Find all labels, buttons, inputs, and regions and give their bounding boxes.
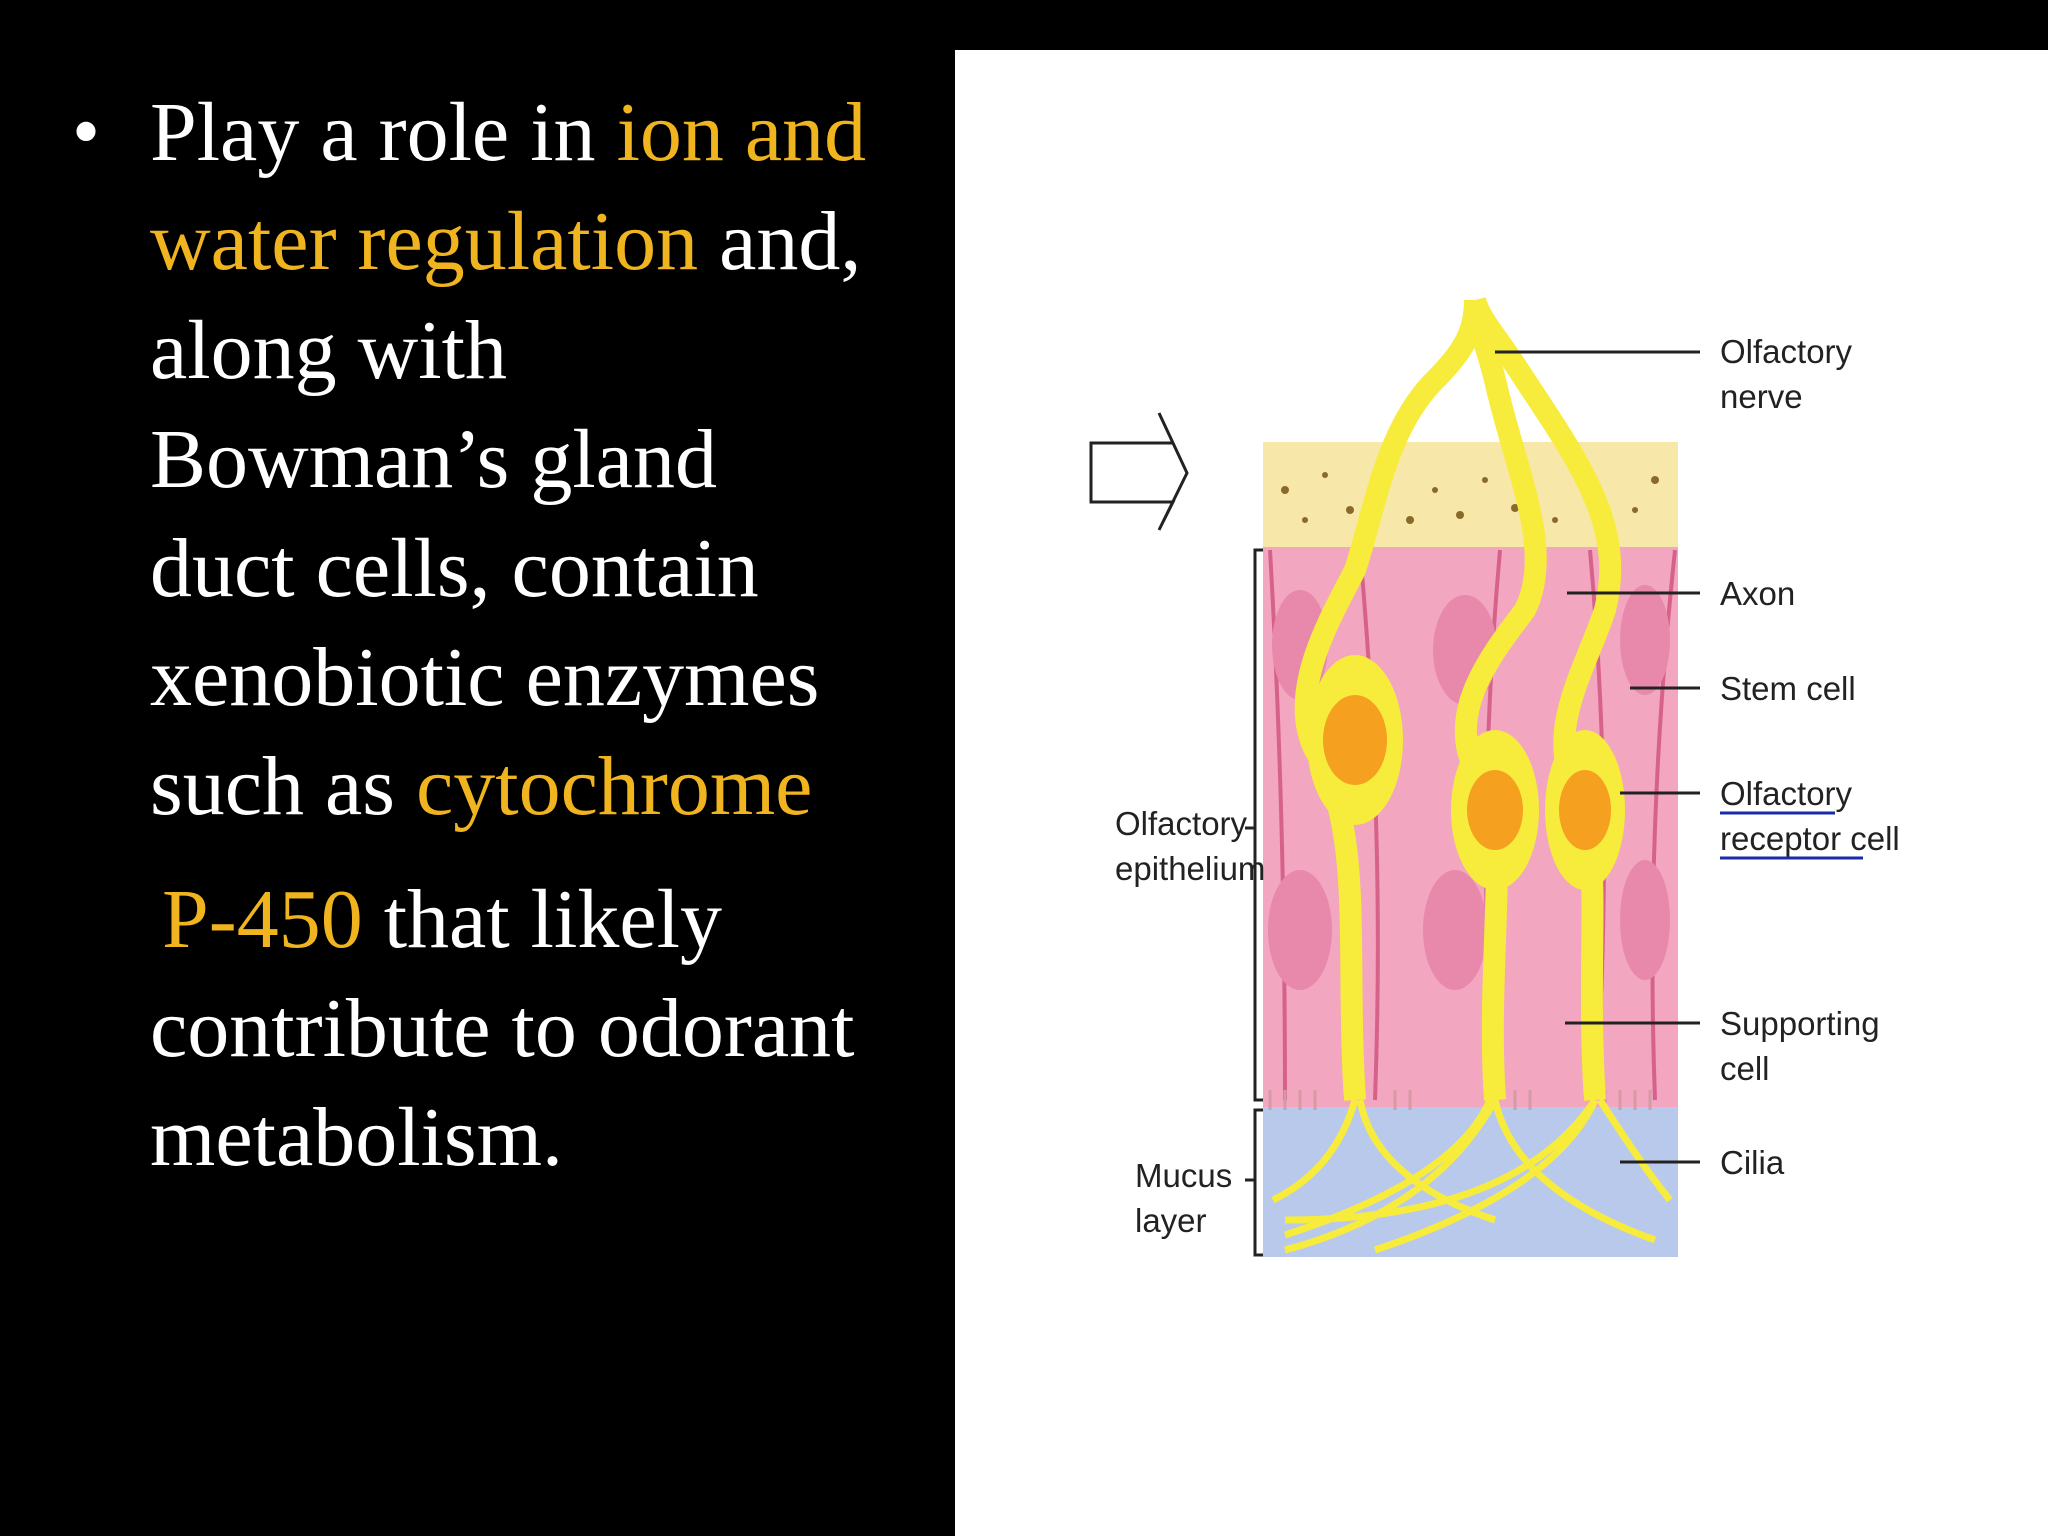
label-epithelium-2: epithelium (1115, 850, 1265, 887)
highlighted-text: ion and (616, 86, 867, 179)
body-text: duct cells, contain (150, 522, 759, 615)
bullet-dot: • (72, 88, 101, 176)
label-supporting-1: Supporting (1720, 1005, 1880, 1042)
body-text: such as (150, 740, 416, 833)
body-text: that likely (362, 873, 722, 966)
label-epithelium-1: Olfactory (1115, 805, 1248, 842)
bullet-line: along with (150, 296, 940, 405)
receptor-nucleus (1467, 770, 1523, 850)
body-text: and, (698, 195, 862, 288)
olfactory-receptor-cells (1294, 296, 1625, 1101)
bullet-line: Play a role in ion and (150, 78, 940, 187)
bullet-line: P-450 that likely (150, 865, 940, 974)
body-text: along with (150, 304, 507, 397)
brackets (1245, 548, 1263, 1257)
label-mucus-2: layer (1135, 1202, 1207, 1239)
bullet-line: Bowman’s gland (150, 405, 940, 514)
label-supporting-2: cell (1720, 1050, 1770, 1087)
arrow-icon (1089, 412, 1189, 531)
bullet-line: such as cytochrome (150, 732, 940, 841)
label-cilia: Cilia (1720, 1144, 1785, 1181)
body-text: Play a role in (150, 86, 617, 179)
label-axon: Axon (1720, 575, 1795, 612)
highlighted-text: water regulation (150, 195, 699, 288)
body-text: metabolism. (150, 1091, 563, 1184)
bullet-line: duct cells, contain (150, 514, 940, 623)
leader-lines (1495, 350, 1700, 1164)
olfactory-diagram: Olfactory nerve Axon Stem cell Olfactory… (1089, 296, 1900, 1257)
bullet-line: metabolism. (150, 1083, 940, 1192)
label-receptor-1: Olfactory (1720, 775, 1853, 812)
label-mucus-1: Mucus (1135, 1157, 1232, 1194)
receptor-nucleus (1559, 770, 1611, 850)
cilia (1271, 1098, 1673, 1254)
bullet-line: contribute to odorant (150, 974, 940, 1083)
bullet-line: water regulation and, (150, 187, 940, 296)
label-receptor-2: receptor cell (1720, 820, 1900, 857)
label-olfactory-nerve-2: nerve (1720, 378, 1803, 415)
label-stem-cell: Stem cell (1720, 670, 1856, 707)
bullet-line: xenobiotic enzymes (150, 623, 940, 732)
body-text: Bowman’s gland (150, 413, 717, 506)
body-text: xenobiotic enzymes (150, 631, 820, 724)
olfactory-epithelium-figure: Olfactory nerve Axon Stem cell Olfactory… (955, 50, 2048, 1536)
receptor-nucleus (1323, 695, 1387, 785)
highlighted-text: cytochrome (415, 740, 813, 833)
label-olfactory-nerve-1: Olfactory (1720, 333, 1853, 370)
top-layer-granules (1281, 472, 1659, 524)
body-text: contribute to odorant (150, 982, 855, 1075)
highlighted-text: P-450 (162, 873, 363, 966)
